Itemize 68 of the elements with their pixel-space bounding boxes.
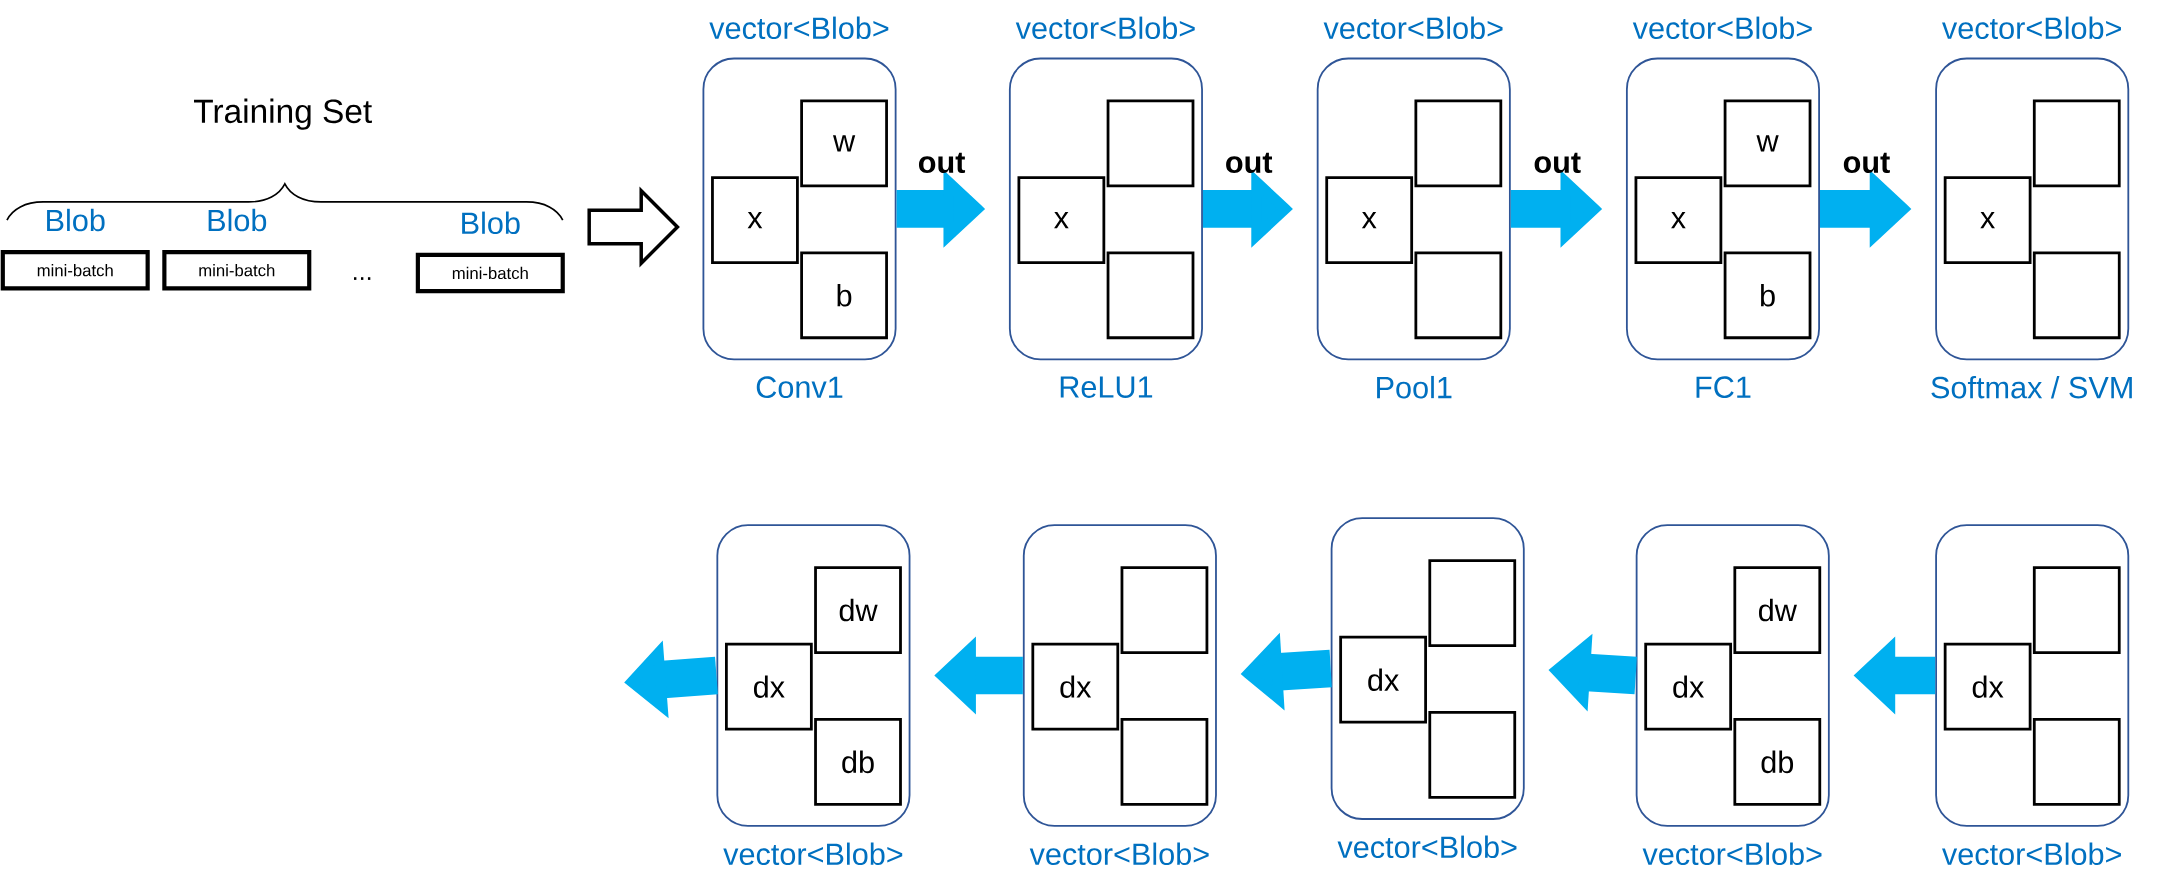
layer-label: vector<Blob> xyxy=(1323,16,1503,39)
blob-box xyxy=(1106,251,1195,340)
blob-box: dw xyxy=(1733,566,1822,654)
blob-box xyxy=(1428,559,1517,647)
blob-box: x xyxy=(711,176,799,264)
blob-box: dw xyxy=(814,566,902,654)
layer-box xyxy=(1935,524,2130,827)
hollow-arrow xyxy=(587,186,680,268)
layer-label: vector<Blob> xyxy=(1942,842,2121,865)
edge-label: out xyxy=(1843,152,1890,173)
blob-box: db xyxy=(814,717,902,806)
blob-label: Blob xyxy=(47,208,105,232)
blob-box xyxy=(1414,251,1503,340)
blob-box xyxy=(1414,99,1503,188)
blob-box xyxy=(2032,99,2121,188)
edge-label: out xyxy=(918,152,966,173)
heading: Training Set xyxy=(194,98,372,130)
blob-box: x xyxy=(1017,176,1106,264)
layer-box xyxy=(702,57,897,361)
layer-label: Softmax / SVM xyxy=(1931,375,2132,399)
layer-label: vector<Blob> xyxy=(1015,16,1195,39)
blob-box xyxy=(1106,99,1195,188)
layer-label: Pool1 xyxy=(1377,375,1452,399)
layer-box xyxy=(1316,57,1511,361)
mini-batch-box: mini-batch xyxy=(162,249,312,291)
mini-batch-box: mini-batch xyxy=(415,252,565,294)
blob-box: b xyxy=(800,251,888,340)
layer-box xyxy=(1008,57,1203,361)
blob-box: dx xyxy=(725,642,813,731)
blob-box: x xyxy=(1325,176,1414,264)
blob-box xyxy=(1120,717,1209,806)
blob-box: dx xyxy=(1644,642,1733,731)
layer-box xyxy=(1935,57,2130,361)
edge-label: out xyxy=(1534,152,1581,173)
layer-label: vector<Blob> xyxy=(709,16,889,39)
blob-box xyxy=(2032,566,2121,654)
blob-box: x xyxy=(1634,176,1723,264)
layer-label: vector<Blob> xyxy=(1029,842,1209,865)
layer-box xyxy=(1625,57,1820,361)
layer-box xyxy=(1022,524,1217,827)
blob-box xyxy=(2032,717,2121,806)
layer-box xyxy=(716,524,911,827)
blob-box: w xyxy=(1723,99,1812,188)
layer-label: ReLU1 xyxy=(1060,376,1153,398)
layer-label: vector<Blob> xyxy=(1642,842,1822,865)
edge-label: out xyxy=(1226,152,1273,173)
blob-box: db xyxy=(1733,717,1822,806)
blob-box: x xyxy=(1943,176,2032,264)
layer-label: vector<Blob> xyxy=(1632,16,1812,39)
layer-box xyxy=(1330,517,1525,820)
blob-box: dx xyxy=(1943,642,2032,731)
blob-box: w xyxy=(800,99,888,188)
ellipsis: ... xyxy=(354,277,371,280)
blob-box xyxy=(2032,251,2121,340)
layer-label: FC1 xyxy=(1696,376,1751,398)
layer-label: vector<Blob> xyxy=(1942,16,2121,39)
layer-box xyxy=(1635,524,1830,827)
blob-box xyxy=(1120,566,1209,654)
blob-box: b xyxy=(1723,251,1812,340)
blob-box: dx xyxy=(1339,635,1427,724)
layer-label: Conv1 xyxy=(756,376,843,398)
blob-box: dx xyxy=(1031,642,1120,731)
mini-batch-box: mini-batch xyxy=(0,249,150,291)
layer-label: vector<Blob> xyxy=(1337,835,1517,858)
blob-label: Blob xyxy=(462,211,520,234)
blob-box xyxy=(1428,710,1517,799)
layer-label: vector<Blob> xyxy=(723,842,903,865)
blob-label: Blob xyxy=(208,208,267,232)
